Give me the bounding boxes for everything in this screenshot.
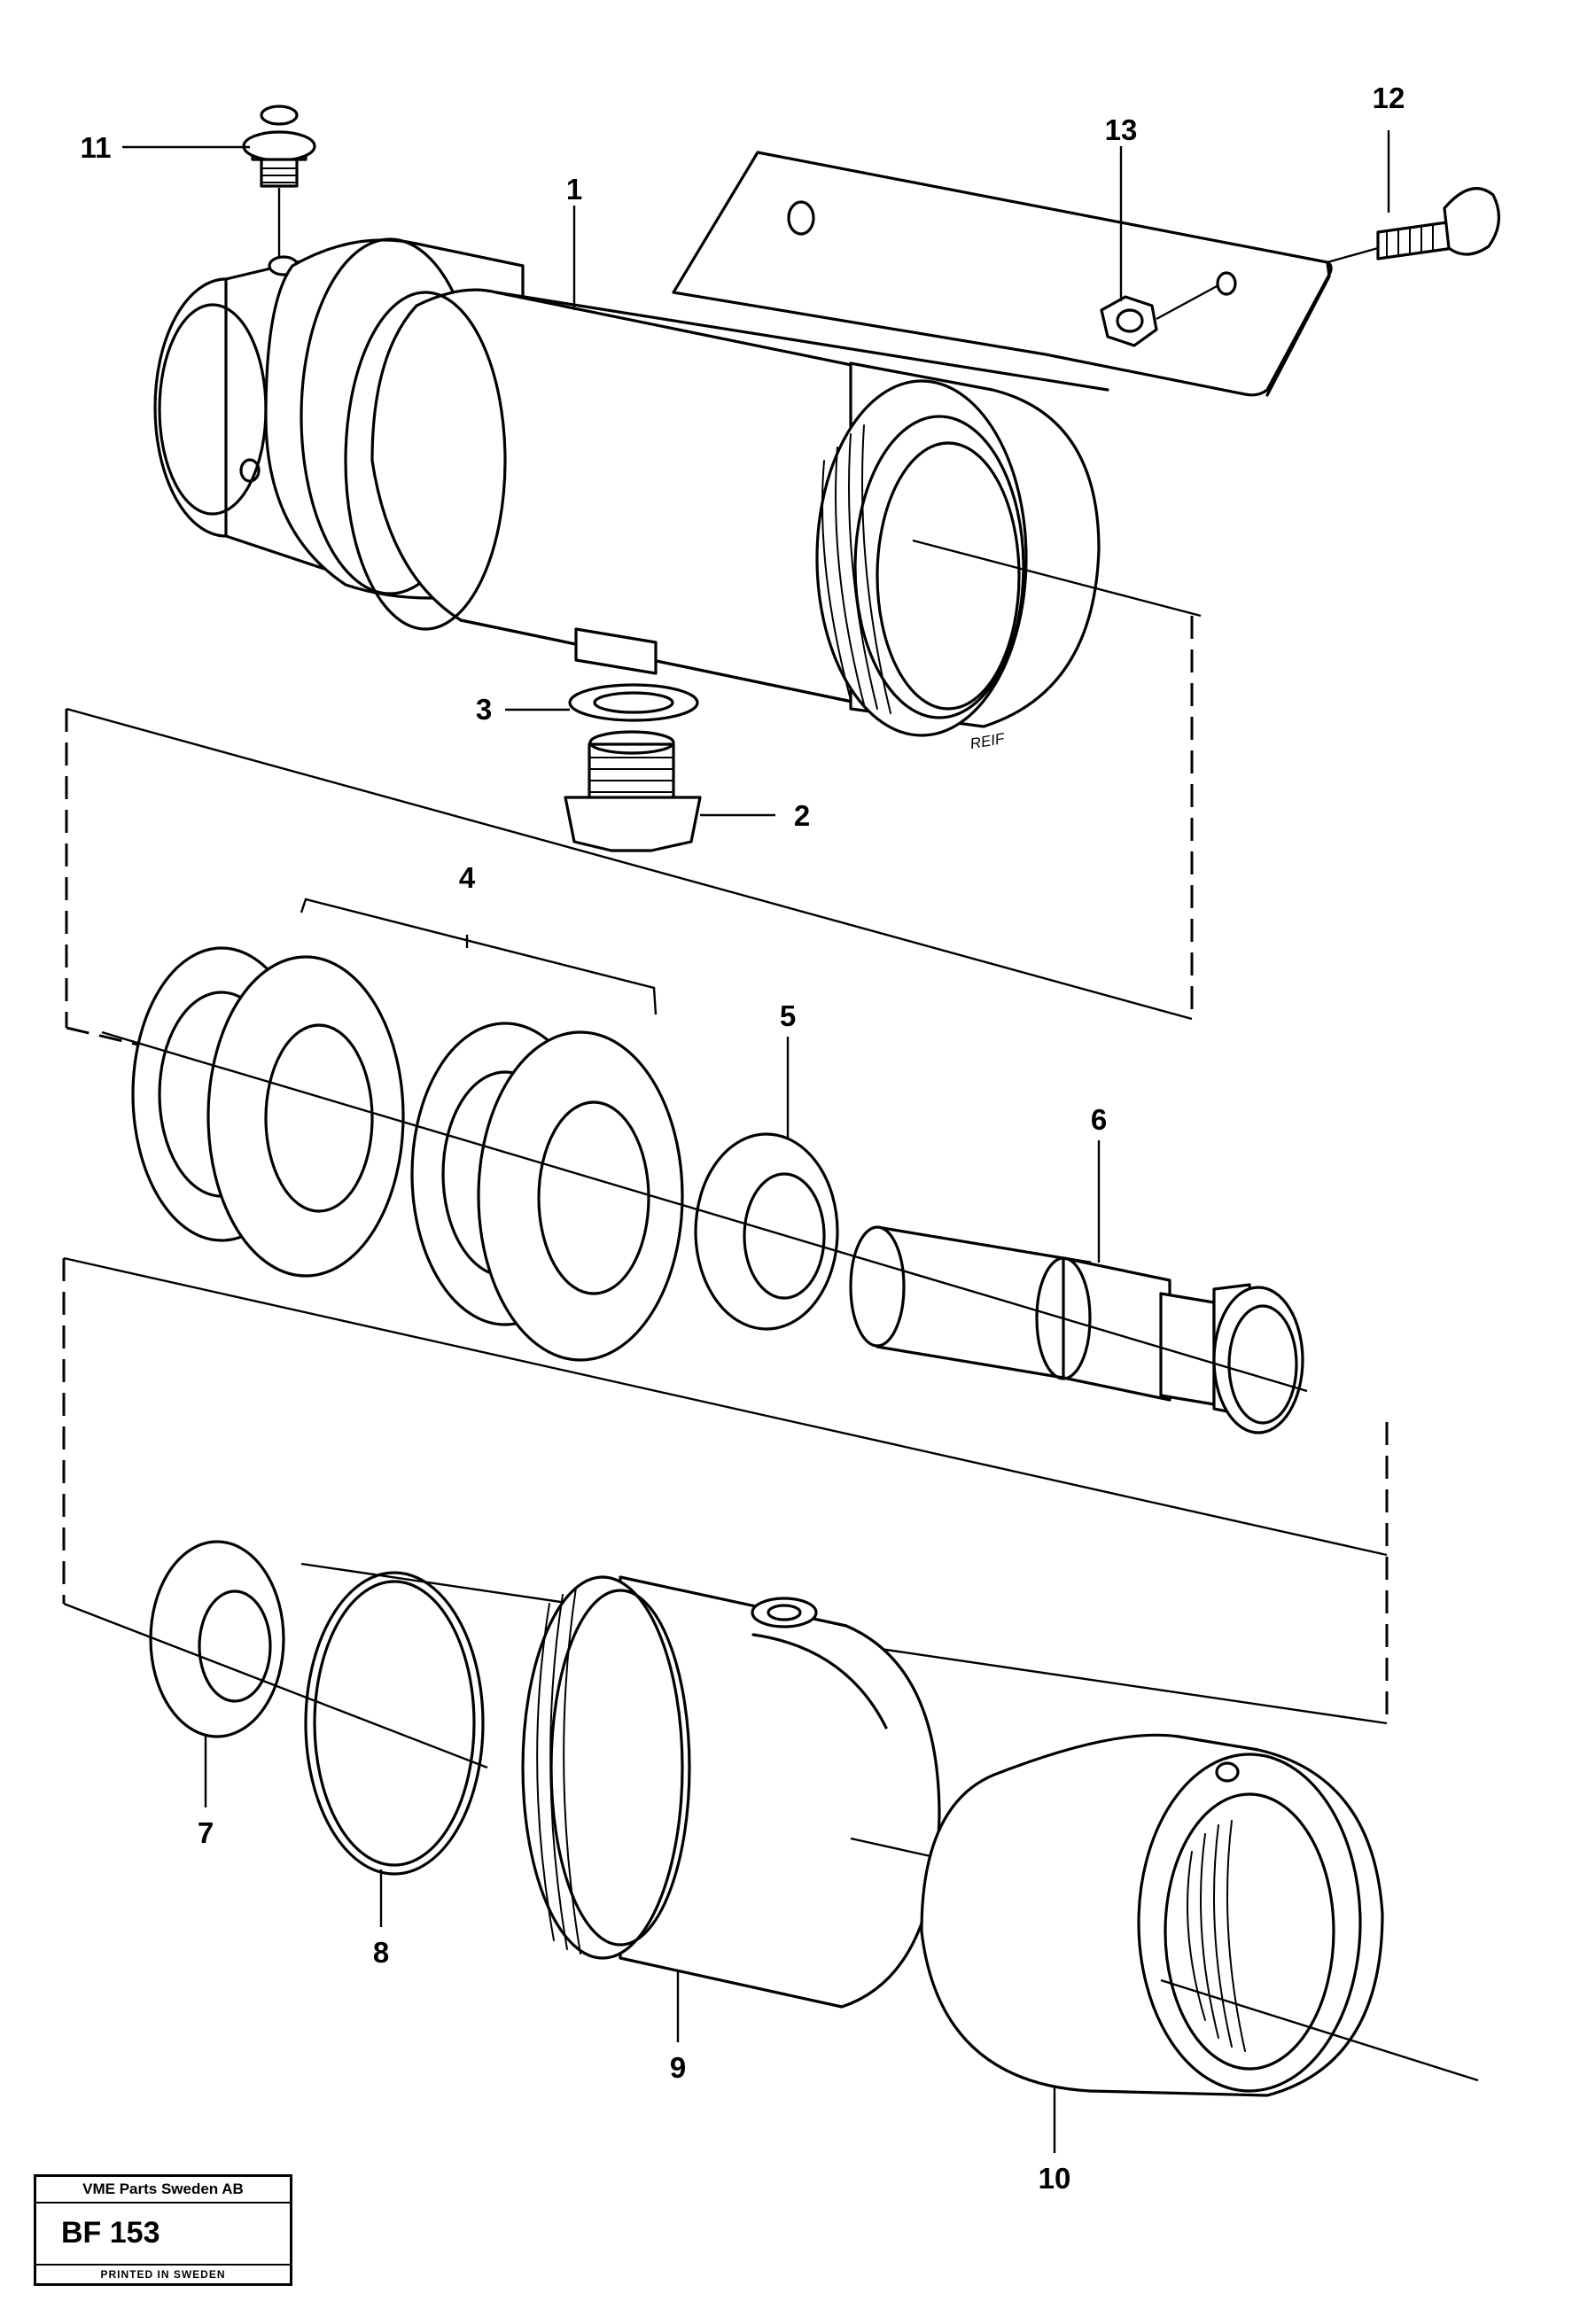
guide-ring (63, 1540, 488, 1769)
printed-note: PRINTED IN SWEDEN (36, 2264, 290, 2283)
piston-rod (101, 1030, 1308, 1434)
part-labels: 1 2 3 4 5 6 7 8 9 10 11 12 13 REIF (81, 82, 1405, 2195)
part-label-3: 3 (476, 693, 492, 726)
part-label-4: 4 (459, 861, 476, 894)
part-label-11: 11 (81, 131, 112, 164)
part-label-13: 13 (1105, 113, 1138, 146)
part-label-10: 10 (1039, 2162, 1071, 2195)
part-label-1: 1 (566, 173, 582, 206)
part-label-7: 7 (198, 1816, 214, 1849)
part-label-8: 8 (373, 1936, 389, 1969)
grease-nipple (242, 105, 316, 257)
drawing-code: BF 153 (61, 2216, 160, 2250)
cylinder-head (521, 1575, 941, 2009)
wiper-ring (694, 1132, 839, 1331)
part-label-9: 9 (670, 2051, 686, 2084)
nut (1100, 284, 1219, 347)
o-ring (304, 1571, 485, 1876)
bolt (1327, 187, 1501, 264)
part-label-2: 2 (794, 799, 810, 832)
explode-line-upper (65, 709, 143, 1047)
seal-kit (131, 898, 684, 1362)
plug (564, 730, 702, 852)
part-label-12: 12 (1373, 82, 1405, 114)
part-label-6: 6 (1091, 1103, 1107, 1136)
drawing-mark: REIF (969, 730, 1007, 753)
title-stamp: VME Parts Sweden AB BF 153 PRINTED IN SW… (34, 2174, 292, 2286)
company-name: VME Parts Sweden AB (36, 2180, 290, 2204)
cylinder-barrel (153, 151, 1333, 737)
leader-lines (122, 130, 1390, 2153)
piston-nut (920, 1733, 1479, 2097)
part-label-5: 5 (780, 999, 796, 1032)
sealing-washer (568, 683, 699, 722)
